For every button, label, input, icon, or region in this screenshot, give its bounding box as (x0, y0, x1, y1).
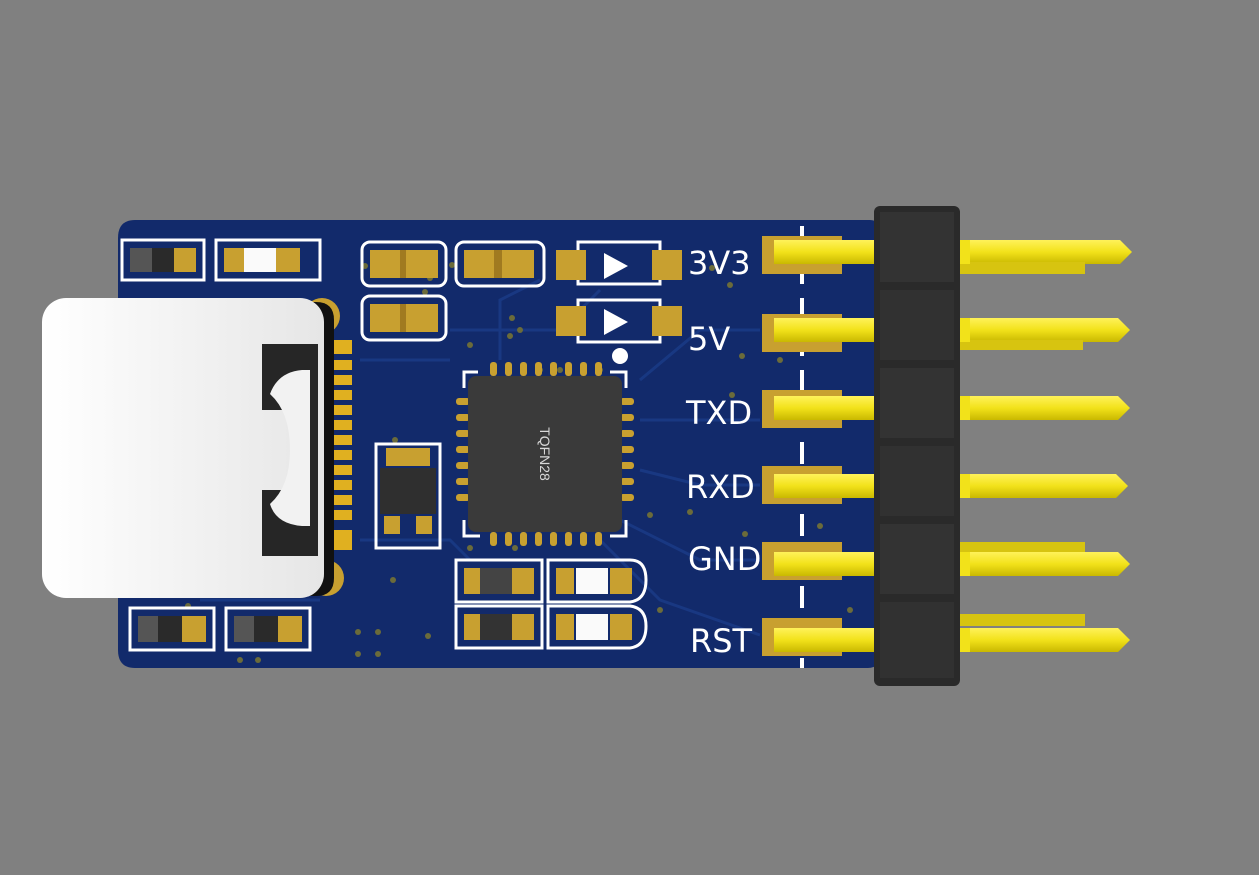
usb-c-connector (42, 298, 334, 598)
usb-c-pads (330, 340, 352, 550)
resistor-r5 (454, 604, 544, 650)
pin-label-gnd: GND (688, 540, 761, 578)
pin-label-rst: RST (690, 622, 753, 660)
capacitor-c2 (454, 240, 546, 288)
capacitor-c3 (360, 294, 448, 342)
pin-label-txd: TXD (685, 394, 752, 432)
resistor-r4 (454, 558, 544, 604)
regulator-u2 (374, 442, 442, 550)
led-1 (214, 238, 322, 282)
resistor-r2 (128, 606, 216, 652)
capacitor-c1 (360, 240, 448, 288)
resistor-r1 (120, 238, 206, 282)
header-pins-exposed (960, 240, 970, 652)
diode-d1 (556, 240, 682, 286)
pin-label-rxd: RXD (686, 468, 755, 506)
led-3 (546, 604, 648, 650)
chip-tqfn28: TQFN28 (456, 362, 634, 546)
resistor-r3 (224, 606, 312, 652)
chip-marking: TQFN28 (537, 427, 553, 481)
diode-d2 (556, 298, 682, 364)
pin-label-3v3: 3V3 (688, 244, 751, 282)
led-2 (546, 558, 648, 604)
pin-header-body (874, 206, 960, 686)
pin-label-5v: 5V (688, 320, 730, 358)
